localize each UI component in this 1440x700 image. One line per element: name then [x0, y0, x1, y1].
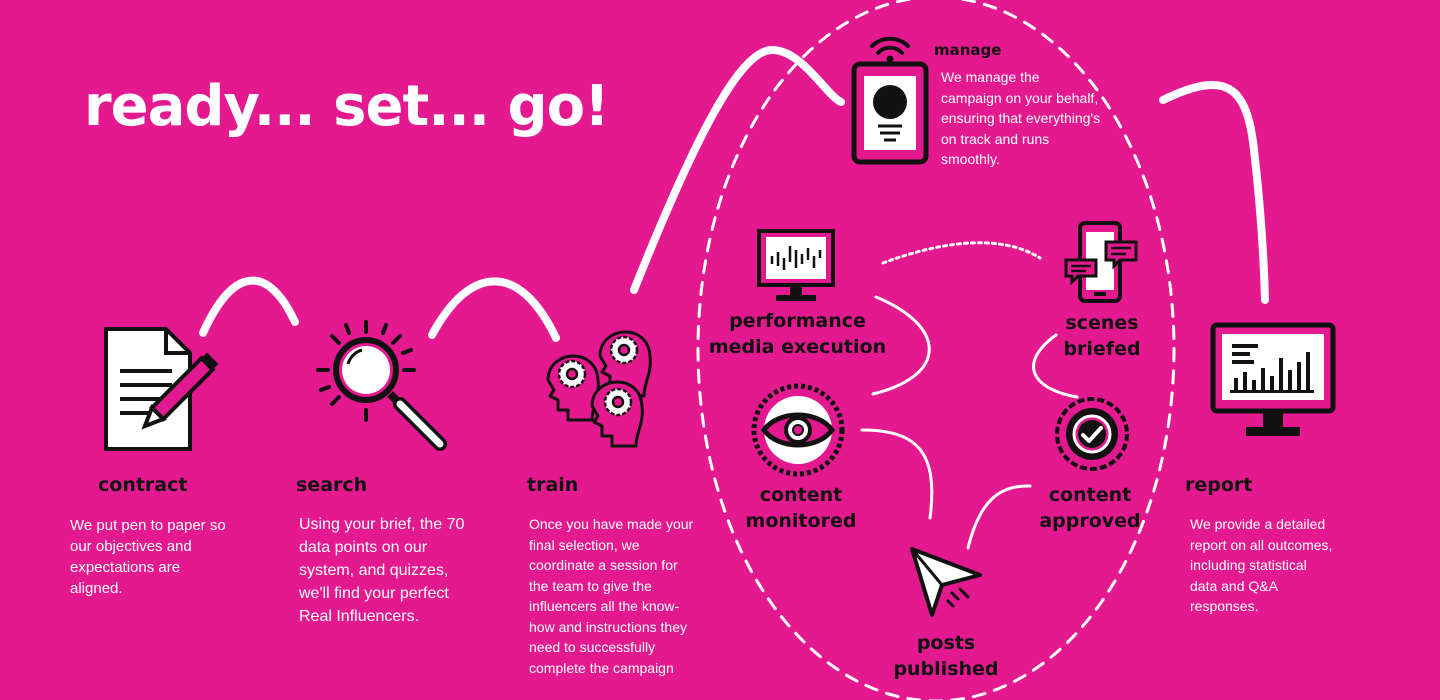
connector-scenes-performance	[881, 241, 1042, 265]
mobile-lightbulb-icon	[851, 36, 929, 165]
connector-train-manage	[630, 45, 845, 294]
contract-document-pen-icon	[104, 327, 219, 451]
approved-seal-icon	[1055, 397, 1129, 471]
connector-published-approved	[966, 484, 1032, 550]
step-search-label: search	[296, 474, 368, 496]
step-report-description: We provide a detailed report on all outc…	[1190, 516, 1333, 614]
eye-icon	[751, 383, 845, 477]
step-contract-label: contract	[98, 474, 188, 496]
monitor-chart-icon	[757, 229, 835, 301]
page-title: ready... set... go!	[84, 74, 610, 139]
paper-plane-icon	[910, 547, 982, 617]
step-manage-description: We manage the campaign on your behalf, e…	[941, 69, 1101, 167]
connector-manage-report	[1159, 81, 1269, 304]
cycle-monitored-label: content monitored	[745, 484, 857, 532]
step-manage-label: manage	[934, 41, 1002, 59]
cycle-performance-label: performance media execution	[708, 310, 887, 358]
step-report-label: report	[1185, 474, 1253, 496]
cycle-approved-label: content approved	[1039, 484, 1141, 532]
step-search-description: Using your brief, the 70 data points on …	[299, 516, 465, 625]
heads-with-gears-icon	[546, 330, 652, 448]
phone-chat-icon	[1064, 221, 1138, 303]
connector-monitored-published	[860, 428, 934, 520]
connector-performance-monitored	[871, 295, 931, 396]
cycle-ellipse	[696, 0, 1176, 700]
connector-contract-search	[199, 276, 299, 337]
connector-search-train	[428, 277, 560, 342]
magnifying-glass-icon	[316, 320, 447, 451]
step-train-description: Once you have made your final selection,…	[529, 516, 694, 676]
monitor-bar-chart-icon	[1210, 322, 1336, 436]
cycle-published-label: posts published	[893, 632, 999, 680]
step-train-label: train	[527, 474, 579, 496]
cycle-scenes-label: scenes briefed	[1063, 312, 1141, 360]
step-contract-description: We put pen to paper so our objectives an…	[70, 517, 226, 597]
connector-approved-scenes	[1032, 333, 1079, 399]
